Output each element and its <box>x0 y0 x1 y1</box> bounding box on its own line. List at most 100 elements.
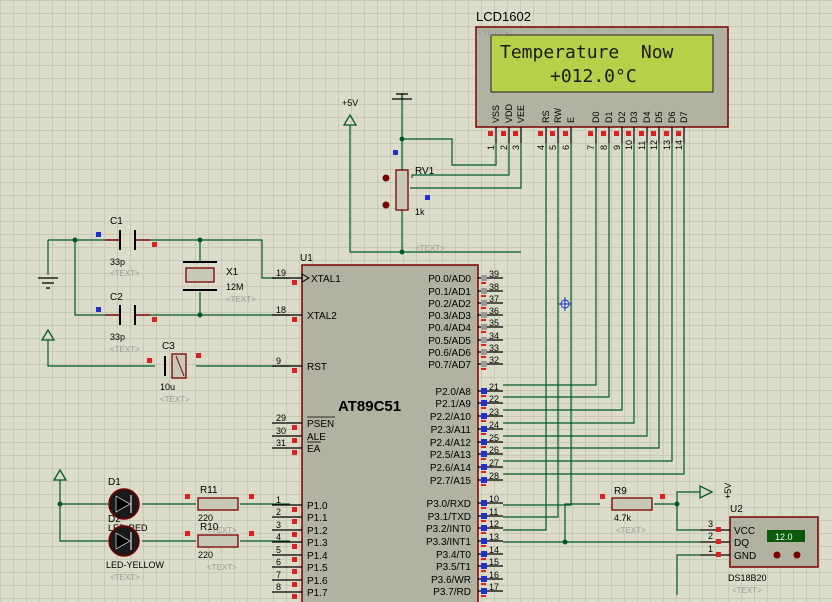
u1-pin-number: 7 <box>276 570 281 580</box>
u2-pin-number: 1 <box>708 544 713 554</box>
sensor-display <box>767 530 805 542</box>
u1-pin-label: P2.1/A9 <box>435 399 471 410</box>
u2-pin-number: 2 <box>708 531 713 541</box>
u1-pin-label: P1.5 <box>307 563 328 574</box>
lcd-pin-number: 7 <box>586 145 596 150</box>
u1-pin-label: P2.4/A12 <box>430 438 472 449</box>
u1-pin-number: 27 <box>489 458 499 468</box>
u1-pin-label: XTAL2 <box>307 311 337 322</box>
c2-value: 33p <box>110 332 125 342</box>
lcd-pin-number: 12 <box>649 140 659 150</box>
u1-pin-label: P0.2/AD2 <box>428 299 471 310</box>
r10-text-tag: <TEXT> <box>207 563 237 572</box>
potentiometer-rv1[interactable]: RV1 1k <TEXT> <box>382 150 446 253</box>
lcd-pin-label: D5 <box>654 111 664 123</box>
capacitor-c2[interactable]: C2 33p <TEXT> <box>96 292 157 354</box>
u1-pin-number: 38 <box>489 282 499 292</box>
u1-pin-label: P3.5/T1 <box>436 562 471 573</box>
u2-display: 12.0 <box>775 532 793 542</box>
u1-pin-number: 26 <box>489 445 499 455</box>
u1-pin-label: P0.5/AD5 <box>428 336 471 347</box>
d2-type: LED-YELLOW <box>106 560 165 570</box>
u1-pin-label: P2.5/A13 <box>430 450 472 461</box>
lcd-pin-number: 10 <box>624 140 634 150</box>
capacitor-c1[interactable]: C1 33p <TEXT> <box>96 216 157 278</box>
resistor-r9[interactable]: R9 4.7k <TEXT> <box>600 486 665 535</box>
u1-left-pins: 19XTAL118XTAL29RST29PSEN30ALE31EA1P1.02P… <box>272 268 341 599</box>
crystal-x1[interactable]: X1 12M <TEXT> <box>183 261 256 304</box>
lcd-title: LCD1602 <box>476 9 531 24</box>
wire-e <box>503 143 572 506</box>
lcd-module[interactable]: Temperature Now +012.0°C LCD1602 <TEXT> … <box>475 9 729 150</box>
u1-pin-number: 4 <box>276 532 281 542</box>
wire-rs <box>503 143 547 531</box>
lcd-pin-label: D7 <box>679 111 689 123</box>
lcd-pin-label: D0 <box>591 111 601 123</box>
r9-ref: R9 <box>614 486 627 497</box>
capacitor-c3[interactable]: C3 10u <TEXT> <box>147 341 201 404</box>
resistor-r11[interactable]: R11 220 <TEXT> <box>185 485 254 535</box>
u1-pin-number: 12 <box>489 519 499 529</box>
microcontroller-u1[interactable]: U1 AT89C51 19XTAL118XTAL29RST29PSEN30ALE… <box>272 253 503 602</box>
d1-ref: D1 <box>108 477 121 488</box>
u1-pin-label: P3.3/INT1 <box>426 537 471 548</box>
r11-text-tag: <TEXT> <box>207 526 237 535</box>
u1-pin-number: 9 <box>276 356 281 366</box>
vcc-symbol-4: +5V <box>699 483 733 500</box>
wires <box>47 93 700 595</box>
u2-pin-label: DQ <box>734 538 749 549</box>
r10-ref: R10 <box>200 522 219 533</box>
u1-pin-label: P2.0/A8 <box>435 387 471 398</box>
u1-pin-number: 15 <box>489 557 499 567</box>
u1-pin-label: P0.0/AD0 <box>428 274 471 285</box>
lcd-pin-label: RW <box>553 108 563 123</box>
ground-symbol-top <box>392 93 412 100</box>
u1-pin-number: 5 <box>276 545 281 555</box>
u1-pin-label: P1.0 <box>307 501 328 512</box>
u2-pin-label: VCC <box>734 526 755 537</box>
lcd-pin-label: RS <box>541 110 551 123</box>
vcc-label-1: +5V <box>342 98 358 108</box>
led-d2[interactable]: D2 LED-YELLOW <TEXT> <box>106 514 165 582</box>
u1-pin-number: 28 <box>489 471 499 481</box>
u1-pin-label: P3.6/WR <box>431 575 471 586</box>
u1-pin-number: 17 <box>489 582 499 592</box>
u1-pin-label: P1.3 <box>307 538 328 549</box>
u1-pin-label: P3.1/TXD <box>428 512 471 523</box>
x1-text-tag: <TEXT> <box>226 295 256 304</box>
c2-ref: C2 <box>110 292 123 303</box>
u1-pin-label: PSEN <box>307 419 334 430</box>
lcd-pin-label: VSS <box>491 105 501 123</box>
lcd-pin-number: 13 <box>662 140 672 150</box>
lcd-pin-label: D1 <box>604 111 614 123</box>
u1-pin-number: 6 <box>276 557 281 567</box>
lcd-line-1: Temperature Now <box>500 42 674 63</box>
u1-pin-number: 24 <box>489 420 499 430</box>
r9-value: 4.7k <box>614 513 632 523</box>
resistor-r10[interactable]: R10 220 <TEXT> <box>185 522 254 572</box>
lcd-pin-number: 6 <box>561 145 571 150</box>
u1-pin-label: P1.7 <box>307 588 328 599</box>
lcd-pin-number: 8 <box>599 145 609 150</box>
lcd-pin-label: D4 <box>642 111 652 123</box>
r9-text-tag: <TEXT> <box>616 526 646 535</box>
u1-pin-label: EA <box>307 444 321 455</box>
junctions <box>57 136 680 545</box>
lcd-text-tag: <TEXT> <box>478 29 508 38</box>
c3-text-tag: <TEXT> <box>160 395 190 404</box>
u2-part: DS18B20 <box>728 573 767 583</box>
cursor-crosshair <box>558 297 572 311</box>
ground-symbol-left <box>38 277 58 289</box>
u1-pin-number: 21 <box>489 382 499 392</box>
u1-ref: U1 <box>300 253 313 264</box>
c2-text-tag: <TEXT> <box>110 345 140 354</box>
u1-pin-number: 23 <box>489 407 499 417</box>
vcc-symbol-2 <box>40 328 56 341</box>
u1-pin-number: 30 <box>276 426 286 436</box>
u1-pin-label: P3.7/RD <box>433 587 471 598</box>
wire-rw <box>503 143 559 518</box>
c1-value: 33p <box>110 257 125 267</box>
